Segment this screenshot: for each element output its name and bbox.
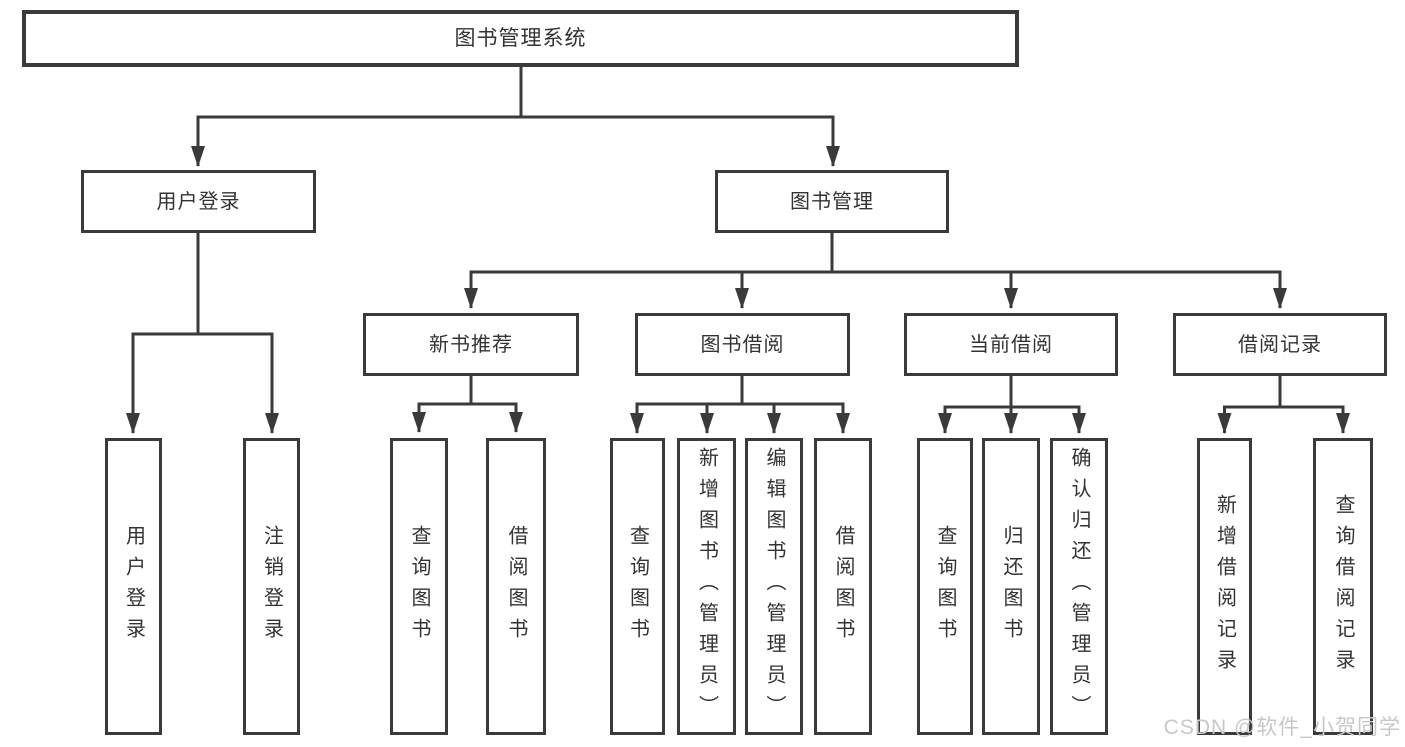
node-book-borrowing: 图书借阅	[635, 313, 850, 376]
leaf-br-query-record: 查询借阅记录	[1313, 438, 1373, 735]
node-current-borrowing: 当前借阅	[904, 313, 1118, 376]
leaf-bb-query-books: 查询图书	[610, 438, 665, 735]
node-borrowing-records: 借阅记录	[1173, 313, 1387, 376]
watermark: CSDN @软件_小贺同学	[1163, 716, 1401, 739]
leaf-bb-borrow-books: 借阅图书	[814, 438, 872, 735]
leaf-nbr-query-books: 查询图书	[390, 438, 448, 735]
leaf-logout-login: 注销登录	[243, 438, 300, 735]
node-library-system: 图书管理系统	[22, 10, 1019, 67]
leaf-bb-edit-books-admin: 编辑图书（管理员）	[745, 438, 803, 735]
leaf-user-login: 用户登录	[105, 438, 162, 735]
leaf-br-add-record: 新增借阅记录	[1197, 438, 1252, 735]
leaf-cb-confirm-return-admin: 确认归还（管理员）	[1050, 438, 1108, 735]
leaf-nbr-borrow-books: 借阅图书	[486, 438, 546, 735]
leaf-cb-return-books: 归还图书	[982, 438, 1040, 735]
node-user-login: 用户登录	[81, 170, 316, 233]
node-book-management: 图书管理	[715, 170, 949, 233]
leaf-bb-add-books-admin: 新增图书（管理员）	[677, 438, 736, 735]
leaf-cb-query-books: 查询图书	[917, 438, 973, 735]
node-new-book-recommend: 新书推荐	[363, 313, 579, 376]
